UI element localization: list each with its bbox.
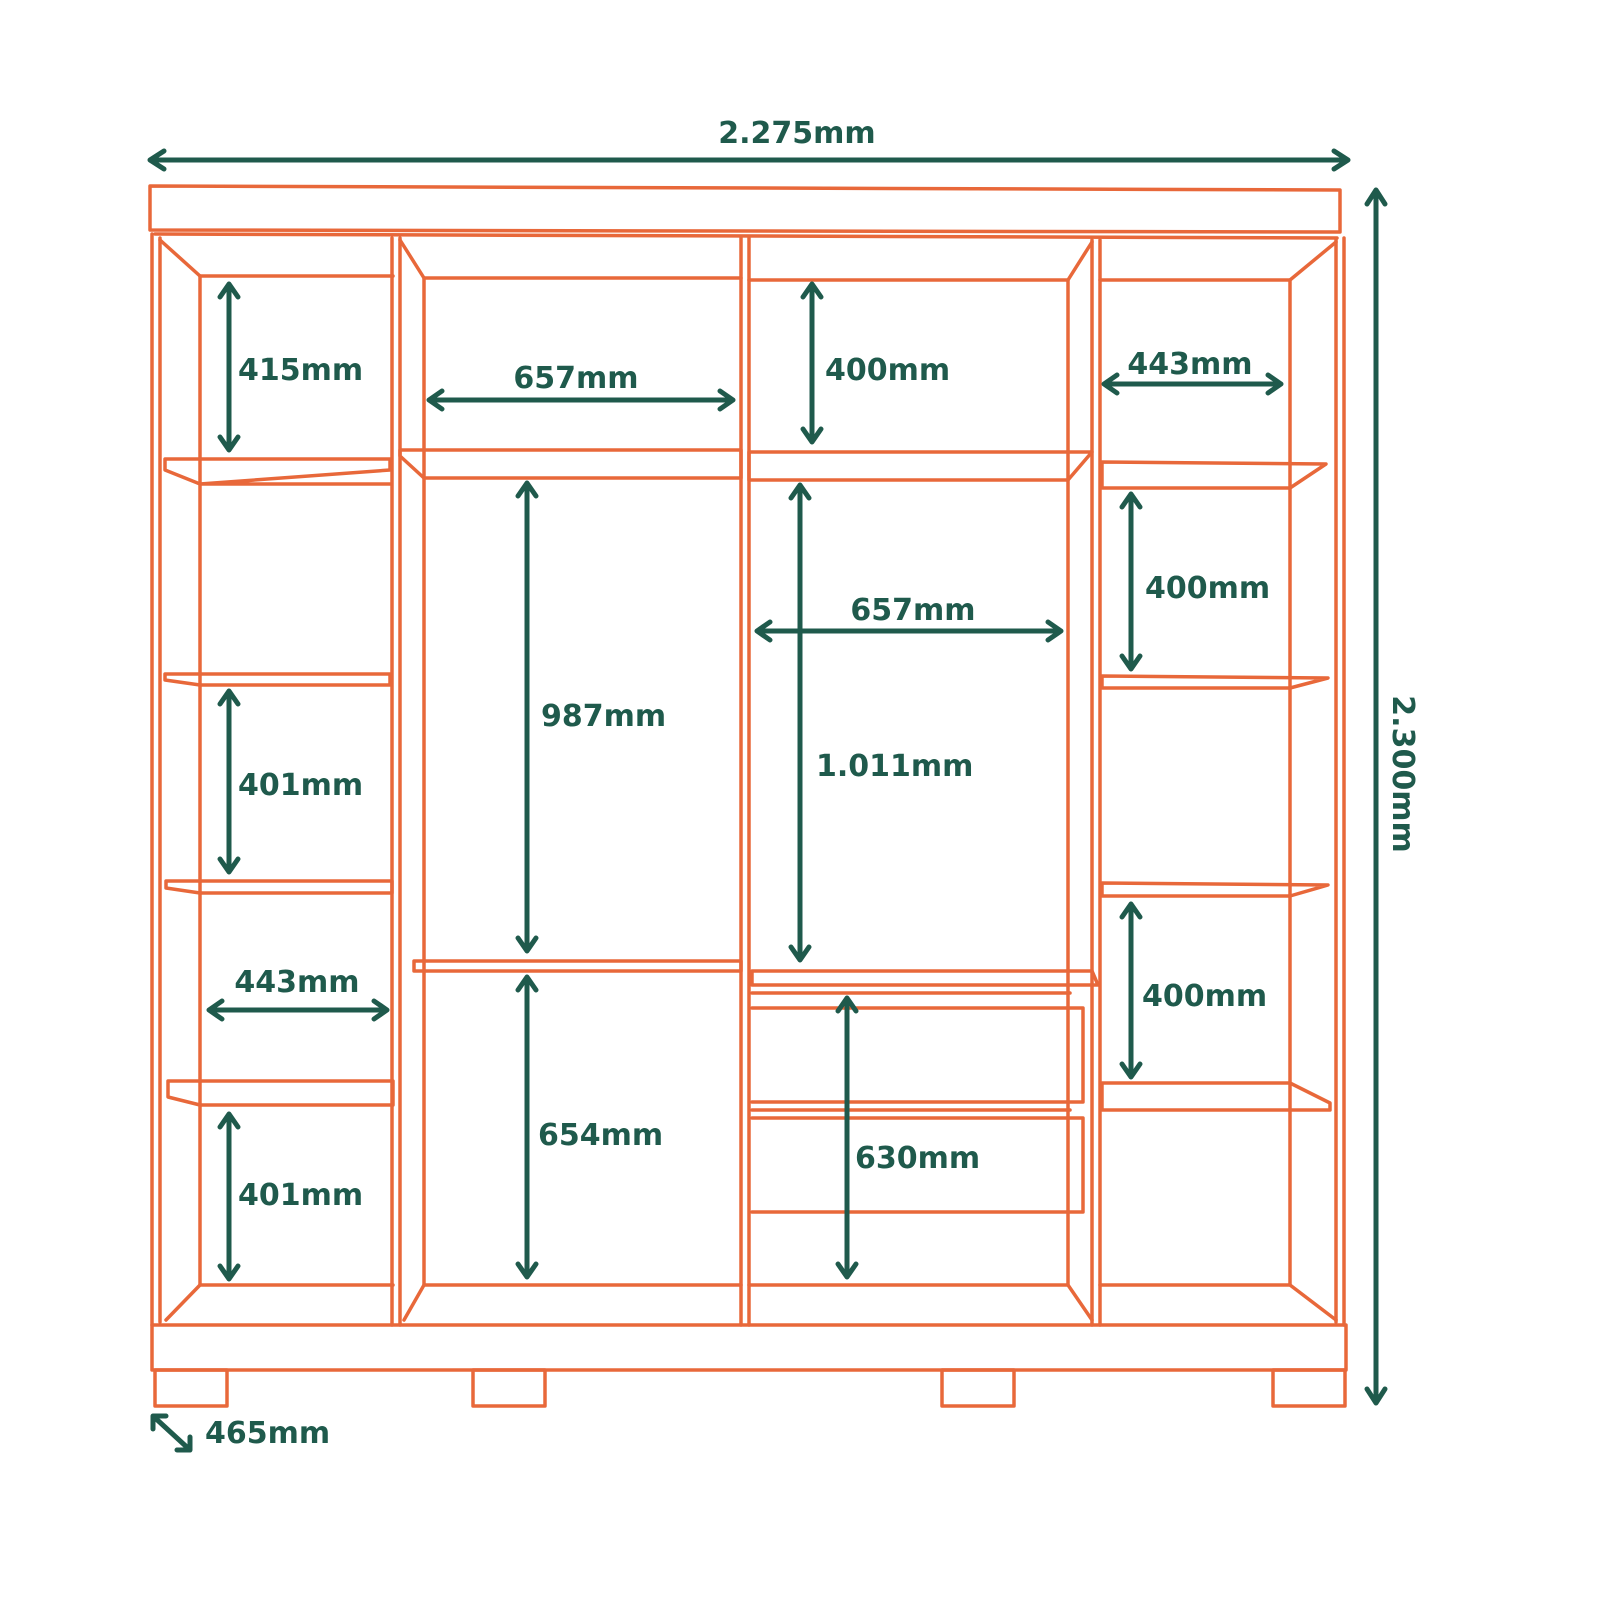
right-upper-height-label: 400mm	[1145, 571, 1270, 606]
left-width-arrow	[206, 998, 390, 1022]
plinth	[150, 1323, 1348, 1372]
dimension-labels: 2.275mm 2.300mm 465mm 415mm 401mm 443mm …	[205, 116, 1420, 1451]
center-right-top-arrow	[800, 281, 824, 445]
left-bottom-bevel	[164, 1283, 202, 1322]
dimension-arrows	[147, 148, 1388, 1453]
divider-1	[390, 236, 402, 1327]
center-left-shelf-top	[398, 448, 743, 480]
divider-2	[739, 236, 751, 1327]
center-right-top-bevel	[1066, 240, 1094, 282]
left-bottom-height-label: 401mm	[238, 1178, 363, 1213]
right-top-width-arrow	[1101, 372, 1284, 396]
center-left-shelf-low	[412, 959, 743, 973]
depth-label: 465mm	[205, 1416, 330, 1451]
right-shelf-4	[1100, 1081, 1332, 1112]
foot-3	[940, 1368, 1016, 1408]
left-outer-wall	[150, 232, 162, 1327]
center-right-drawer-label: 630mm	[855, 1141, 980, 1176]
right-top-width-label: 443mm	[1127, 347, 1252, 382]
center-left-width-label: 657mm	[513, 361, 638, 396]
center-left-bottom-bevel	[402, 1283, 426, 1322]
left-shelf-3	[164, 879, 394, 895]
depth-arrow	[150, 1413, 193, 1453]
center-left-hanging-label: 987mm	[541, 699, 666, 734]
center-left-hanging-arrow	[515, 480, 539, 954]
left-width-label: 443mm	[234, 965, 359, 1000]
center-left-bottom-arrow	[515, 974, 539, 1280]
right-top-bevel	[1288, 240, 1338, 282]
right-outer-wall	[1334, 236, 1346, 1327]
right-lower-height-label: 400mm	[1142, 979, 1267, 1014]
cornice-underside	[153, 232, 1339, 240]
center-right-top-label: 400mm	[825, 353, 950, 388]
center-right-drawer-arrow	[835, 995, 859, 1280]
center-right-shelf-low	[750, 969, 1100, 987]
left-shelf-1	[163, 457, 392, 486]
center-left-bottom-label: 654mm	[538, 1118, 663, 1153]
overall-width-label: 2.275mm	[718, 116, 875, 151]
foot-1	[153, 1368, 229, 1408]
center-right-shelf-top	[747, 450, 1094, 482]
center-right-width-arrow	[754, 619, 1064, 643]
wardrobe-outline	[148, 184, 1348, 1408]
foot-4	[1271, 1368, 1347, 1408]
right-shelf-3	[1100, 881, 1330, 898]
right-lower-height-arrow	[1119, 901, 1143, 1080]
center-right-bottom-bevel	[1066, 1283, 1094, 1322]
right-section-back	[1098, 278, 1292, 1287]
left-top-bevel	[158, 238, 202, 278]
right-shelf-1	[1100, 460, 1328, 490]
center-right-hanging-label: 1.011mm	[816, 749, 973, 784]
drawer-1	[750, 1006, 1085, 1104]
center-right-back	[747, 278, 1070, 1287]
center-right-hanging-arrow	[788, 482, 812, 963]
top-cornice	[148, 184, 1342, 234]
right-upper-height-arrow	[1119, 491, 1143, 672]
overall-height-arrow	[1364, 187, 1388, 1406]
right-bottom-bevel	[1288, 1283, 1338, 1322]
overall-width-arrow	[147, 148, 1351, 172]
left-shelf-4	[166, 1079, 395, 1107]
left-mid-height-label: 401mm	[238, 768, 363, 803]
divider-3	[1090, 238, 1102, 1327]
left-shelf-2	[163, 672, 392, 687]
right-shelf-2	[1100, 674, 1330, 690]
drawer-2	[750, 1116, 1085, 1214]
left-top-height-label: 415mm	[238, 353, 363, 388]
center-right-width-label: 657mm	[850, 593, 975, 628]
left-mid-height-arrow	[217, 688, 241, 875]
left-bottom-height-arrow	[217, 1111, 241, 1282]
foot-2	[471, 1368, 547, 1408]
overall-height-label: 2.300mm	[1385, 695, 1420, 852]
center-left-top-bevel	[398, 238, 426, 280]
center-left-width-arrow	[426, 388, 736, 412]
left-top-height-arrow	[217, 281, 241, 453]
